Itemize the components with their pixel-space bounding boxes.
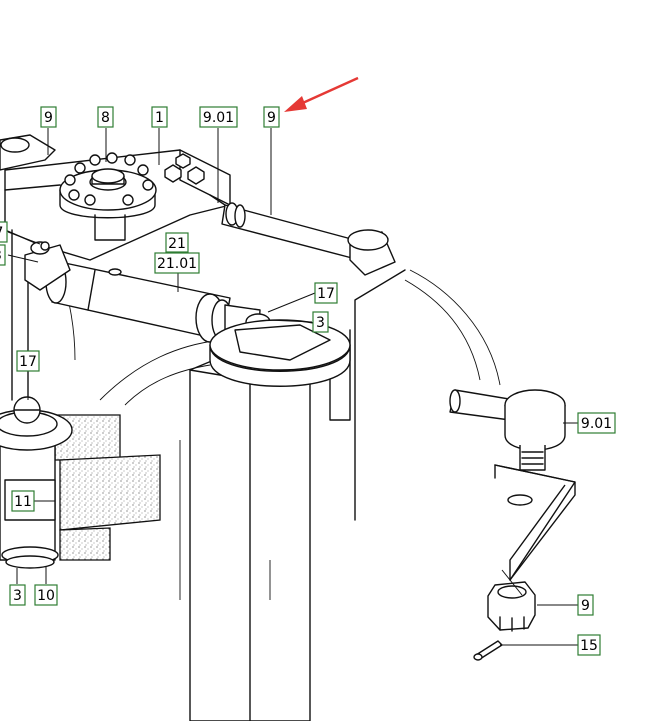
callout-9-nut: 9 bbox=[577, 594, 594, 616]
turntable bbox=[209, 319, 351, 387]
flange-assembly bbox=[59, 152, 205, 241]
svg-text:7: 7 bbox=[0, 225, 3, 241]
callout-7-clipped: 7 bbox=[0, 221, 8, 243]
svg-text:21: 21 bbox=[168, 236, 186, 252]
svg-text:11: 11 bbox=[14, 494, 32, 510]
svg-text:9: 9 bbox=[267, 110, 276, 126]
svg-text:10: 10 bbox=[37, 588, 55, 604]
callout-9-top-left: 9 bbox=[40, 106, 57, 128]
callout-17-center: 17 bbox=[314, 282, 338, 304]
callout-15: 15 bbox=[577, 634, 601, 656]
callout-21-01: 21.01 bbox=[154, 252, 200, 274]
callout-17-left: 17 bbox=[16, 350, 40, 372]
red-indicator-arrow bbox=[284, 76, 359, 112]
svg-text:3: 3 bbox=[0, 248, 2, 264]
callout-21: 21 bbox=[165, 232, 189, 253]
svg-text:9: 9 bbox=[44, 110, 53, 126]
svg-text:3: 3 bbox=[13, 588, 22, 604]
svg-text:15: 15 bbox=[580, 638, 598, 654]
upper-tie-rod bbox=[209, 194, 396, 276]
callout-1: 1 bbox=[151, 106, 168, 128]
callout-9-01-right: 9.01 bbox=[577, 412, 616, 434]
callout-3-bottom: 3 bbox=[9, 584, 26, 606]
flange-bolts bbox=[64, 152, 154, 206]
callout-11: 11 bbox=[11, 490, 35, 512]
machine-frame bbox=[0, 134, 501, 721]
svg-text:8: 8 bbox=[101, 110, 110, 126]
left-spindle bbox=[0, 396, 161, 569]
svg-text:17: 17 bbox=[19, 354, 37, 370]
svg-text:3: 3 bbox=[316, 315, 325, 331]
svg-text:1: 1 bbox=[155, 110, 164, 126]
castle-nut bbox=[487, 581, 536, 632]
svg-text:17: 17 bbox=[317, 286, 335, 302]
callout-9-01-top: 9.01 bbox=[199, 106, 238, 128]
callout-3-center: 3 bbox=[312, 311, 329, 333]
tie-rod-end bbox=[449, 389, 566, 471]
cotter-pin bbox=[473, 640, 503, 661]
callout-3-clipped: 3 bbox=[0, 244, 6, 266]
svg-text:9: 9 bbox=[581, 598, 590, 614]
leader-lines bbox=[7, 128, 578, 646]
svg-text:21.01: 21.01 bbox=[157, 256, 197, 272]
svg-text:9.01: 9.01 bbox=[203, 110, 234, 126]
callout-10: 10 bbox=[34, 584, 58, 606]
callout-9-top-right: 9 bbox=[263, 106, 280, 128]
svg-text:9.01: 9.01 bbox=[581, 416, 612, 432]
callout-8: 8 bbox=[97, 106, 114, 128]
mount-plate bbox=[494, 464, 576, 581]
